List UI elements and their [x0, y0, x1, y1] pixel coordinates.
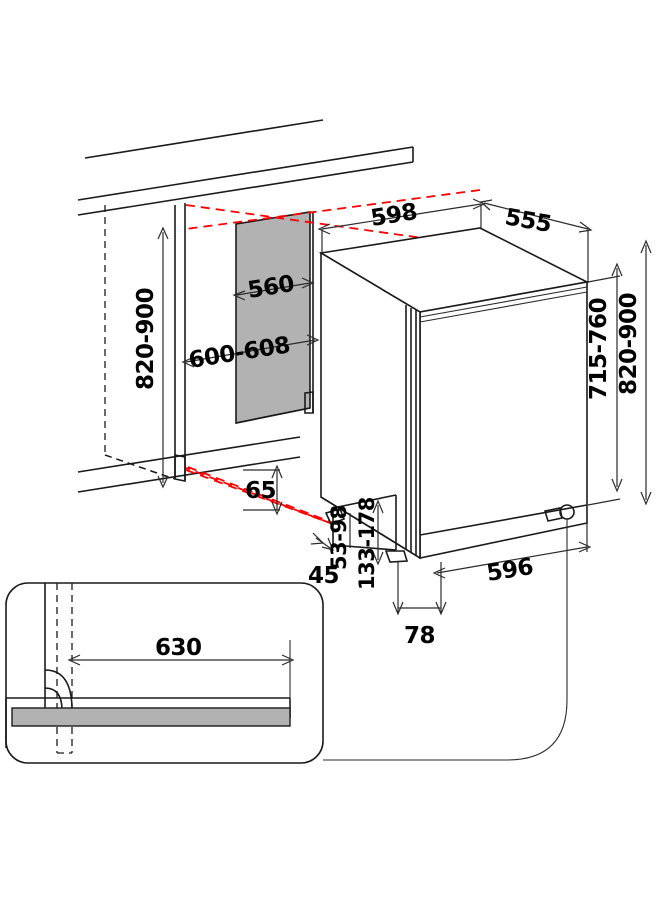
label-detail-630: 630 [155, 635, 202, 661]
dimension-range-53-98: 53-98 [327, 505, 351, 570]
dimension-height-715-760: 715-760 [586, 262, 623, 506]
dimension-range-133-178: 133-178 [355, 497, 384, 590]
door-swing-detail-inset: 630 [5, 582, 324, 764]
detail-box-frame [5, 582, 324, 764]
label-height-820-900-left: 820-900 [133, 288, 159, 390]
detail-leader-line [323, 519, 568, 761]
cabinet-niche-outline [77, 203, 301, 493]
dimension-height-820-900-right: 820-900 [616, 239, 652, 506]
dimension-offset-45: 45 [308, 532, 340, 589]
dimension-foot-78: 78 [392, 562, 447, 649]
label-offset-45: 45 [308, 563, 339, 589]
dishwasher-body [318, 227, 590, 560]
dimension-height-820-900-left: 820-900 [133, 226, 169, 489]
label-base-596: 596 [485, 554, 535, 587]
label-range-133-178: 133-178 [355, 497, 379, 590]
detail-door-panel-bar [11, 707, 291, 727]
label-depth-555: 555 [503, 204, 553, 238]
niche-side-panel [235, 211, 314, 424]
label-height-715-760: 715-760 [586, 298, 612, 400]
label-range-53-98: 53-98 [327, 505, 351, 570]
label-foot-78: 78 [404, 623, 435, 649]
worktop-lines [77, 119, 414, 216]
label-recess-65: 65 [245, 478, 276, 504]
dimension-recess-65: 65 [243, 464, 283, 516]
label-width-598: 598 [369, 199, 419, 232]
label-height-820-900-right: 820-900 [616, 293, 642, 395]
